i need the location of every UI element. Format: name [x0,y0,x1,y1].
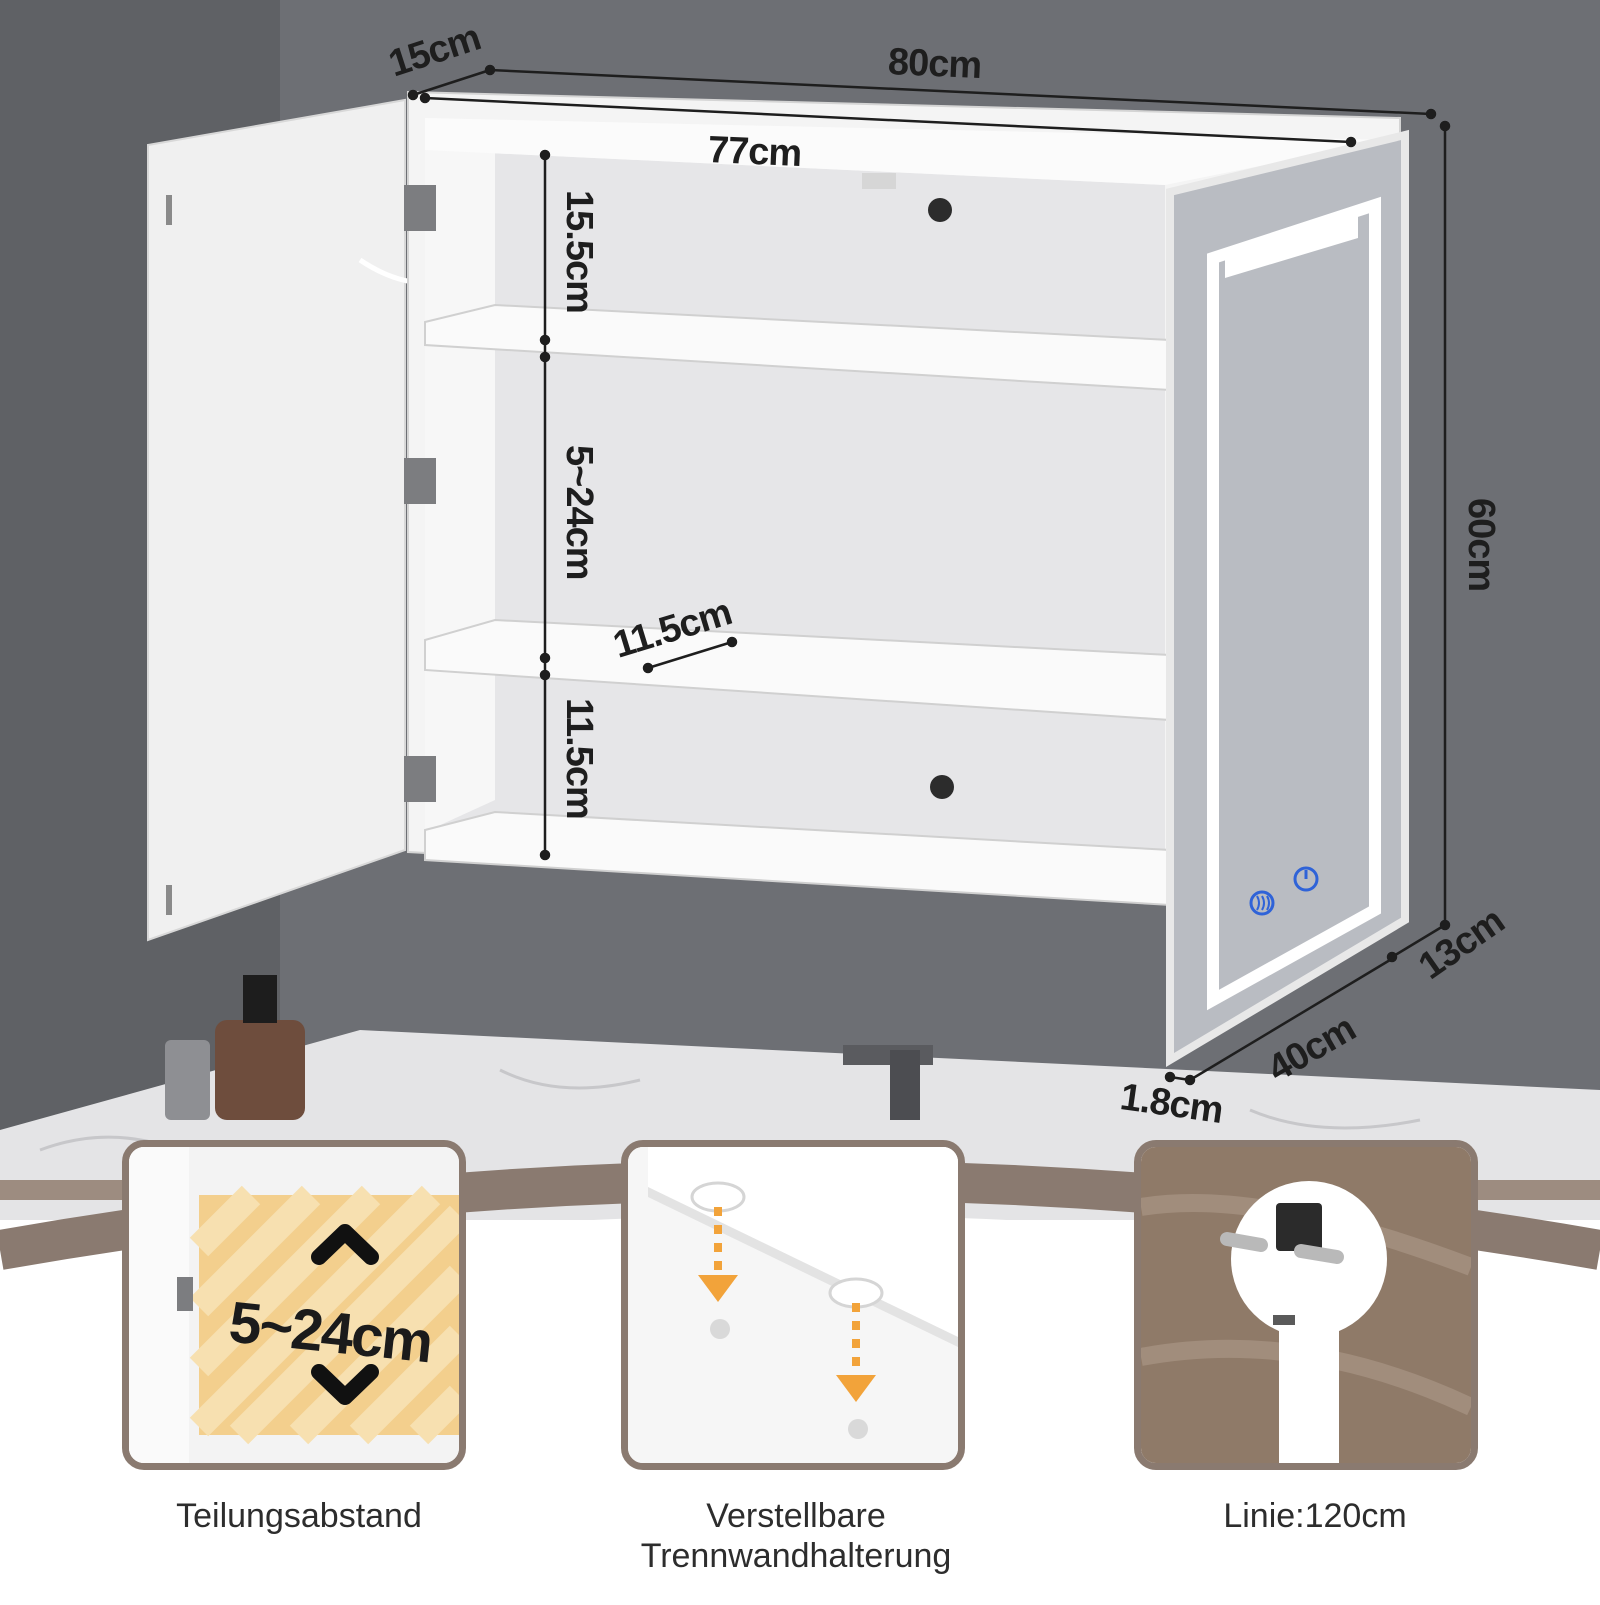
dim-shelf-gap-middle: 5~24cm [558,445,600,580]
shelf-spacing-illustration [129,1147,459,1463]
hinge [404,458,436,504]
dim-shelf-gap-bottom: 11.5cm [558,698,600,819]
arrow-down-icon [836,1303,876,1402]
eu-plug-icon [1141,1147,1471,1463]
feature-panel-shelf-holder [621,1140,965,1470]
chevron-up-icon [311,1224,379,1265]
caption-shelf-spacing: Teilungsabstand [176,1497,422,1535]
feature-panel-shelf-spacing: 5~24cm [122,1140,466,1470]
dim-width-inner: 77cm [707,128,803,176]
power-touch-icon[interactable] [1293,866,1319,892]
chevron-down-icon [311,1364,379,1405]
caption-shelf-holder-line2: Trennwandhalterung [640,1537,952,1575]
dimension-lines [407,64,1451,1086]
dim-shelf-gap-top: 15.5cm [558,190,600,313]
hinge [404,185,436,231]
led-frame [1207,196,1381,1011]
caption-shelf-holder-line1: Verstellbare [706,1497,886,1535]
caption-shelf-holder: Verstellbare Trennwandhalterung [586,1496,1006,1576]
left-door [147,98,406,942]
arrow-down-icon [698,1207,738,1302]
bottle [215,1020,305,1120]
shelf-holder-illustration [628,1147,958,1463]
feature-panel-power-cord [1134,1140,1478,1470]
mirror-door [1166,129,1409,1068]
caption-power-cord: Linie:120cm [1223,1497,1407,1535]
dim-height: 60cm [1460,498,1502,592]
hinge [404,756,436,802]
dim-width-outer: 80cm [887,40,983,88]
mist-touch-icon[interactable] [1249,890,1275,916]
